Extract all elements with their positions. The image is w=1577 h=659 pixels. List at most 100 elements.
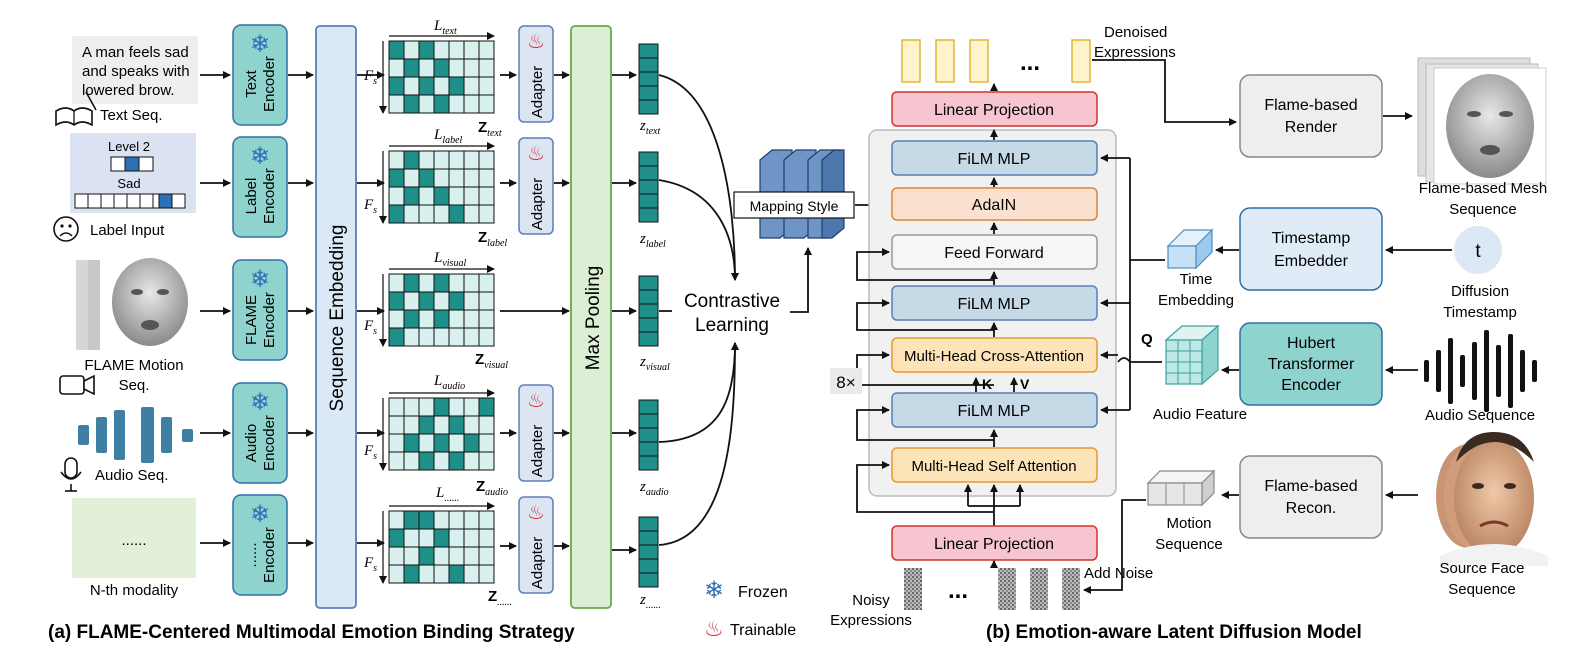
audio-encoder-line-2: Encoder [261, 415, 278, 471]
z-vector-cell [638, 193, 659, 209]
adain: AdaIN [891, 187, 1098, 221]
grid-cell [433, 564, 450, 584]
grid-cell [433, 291, 450, 311]
z-vector-cell [638, 165, 659, 181]
linear-projection-bottom: Linear Projection [891, 525, 1098, 561]
grid-cell [448, 273, 465, 293]
timestamp-embedder-line-1: Timestamp [1272, 230, 1351, 247]
z-vector-cell [638, 207, 659, 223]
time-embedding-links [1100, 154, 1165, 414]
diffusion-timestamp-line-2: Timestamp [1443, 304, 1517, 321]
contrastive-curves [658, 74, 739, 546]
grid-cell [433, 451, 450, 471]
z-vector-cell [638, 179, 659, 195]
legend-trainable: Trainable [730, 622, 796, 639]
flame-icon: ♨ [527, 143, 545, 165]
grid-cell [433, 150, 450, 170]
grid-cell [418, 397, 435, 417]
z-vector-cell [638, 441, 659, 457]
z-vector-cell [638, 399, 659, 415]
encoder-column: ❄ Text Encoder ❄ Label Encoder ❄ FLAME E… [232, 24, 288, 596]
sad-face-icon [53, 216, 79, 242]
label-encoder-line-1: Label [243, 178, 260, 215]
grid-cell [478, 40, 495, 60]
embedding-grid [379, 389, 495, 471]
grid-cell [463, 273, 480, 293]
snowflake-icon: ❄ [250, 31, 270, 58]
grid-cell [463, 168, 480, 188]
motion-sequence-block [1146, 469, 1216, 507]
L-label: Laudio [433, 373, 465, 392]
motion-seq-line-2: Sequence [1155, 536, 1223, 553]
adapter-label-branch: ♨ Adapter [518, 137, 554, 235]
grid-cell [418, 204, 435, 224]
grid-annotations: Ltext Fs Ztext Llabel Fs Zlabel Lvisual … [363, 18, 512, 608]
grid-cell [463, 76, 480, 96]
audio-bars [78, 407, 193, 463]
feed-forward-label: Feed Forward [944, 245, 1044, 262]
grid-cell [463, 510, 480, 530]
grid-cell [463, 186, 480, 206]
grid-cell [463, 291, 480, 311]
denoised-tokens: ... [901, 39, 1091, 83]
caption-a: (a) FLAME-Centered Multimodal Emotion Bi… [48, 622, 575, 643]
grid-cell [463, 40, 480, 60]
grid-cell [433, 58, 450, 78]
text-encoder-line-2: Encoder [261, 56, 278, 112]
grid-cell [478, 76, 495, 96]
feed-forward: Feed Forward [891, 234, 1098, 270]
grid-cell [433, 40, 450, 60]
grid-cell [478, 397, 495, 417]
z-vectors [638, 43, 659, 588]
embedding-grids [379, 32, 495, 584]
grid-cell [403, 150, 420, 170]
add-noise-label: Add Noise [1084, 565, 1153, 582]
grid-cell [418, 415, 435, 435]
Fs-label: Fs [363, 555, 377, 574]
v-label: V [1020, 376, 1030, 392]
z-vector-cell [638, 275, 659, 291]
cross-attention: Multi-Head Cross-Attention [891, 337, 1098, 373]
repeat-label: 8× [836, 373, 855, 392]
adapter-text: ♨ Adapter [518, 25, 554, 123]
grid-cell [388, 564, 405, 584]
grid-cell [388, 528, 405, 548]
adapter-audio: ♨ Adapter [518, 384, 554, 482]
flame-icon: ♨ [704, 616, 724, 641]
grid-cell [478, 168, 495, 188]
cross-attention-label: Multi-Head Cross-Attention [904, 348, 1084, 365]
flame-motion-input: FLAME Motion Seq. [59, 258, 198, 396]
timestamp-embedder-line-2: Embedder [1274, 253, 1348, 270]
flame-encoder: ❄ FLAME Encoder [232, 259, 288, 361]
adapter-label: Adapter [529, 178, 546, 231]
grid-cell [418, 564, 435, 584]
max-pooling-block: Max Pooling [570, 25, 612, 609]
grid-cell [448, 291, 465, 311]
Fs-label: Fs [363, 197, 377, 216]
grid-cell [463, 58, 480, 78]
z-vector-cell [638, 572, 659, 588]
time-embedding-line-2: Embedding [1158, 292, 1234, 309]
grid-cell [478, 273, 495, 293]
embedding-grid [379, 502, 495, 584]
nth-encoder: ❄ ...... Encoder [232, 494, 288, 596]
contrastive-line-1: Contrastive [684, 291, 780, 312]
grid-cell [388, 451, 405, 471]
text-seq-label: Text Seq. [100, 107, 163, 124]
adapter-label: Adapter [529, 537, 546, 590]
grid-cell [388, 327, 405, 347]
grid-cell [448, 528, 465, 548]
legend: ❄ Frozen ♨ Trainable [704, 577, 796, 641]
grid-cell [463, 150, 480, 170]
z-labels: ztext zlabel zvisual zaudio z...... [639, 118, 670, 611]
grid-cell [388, 397, 405, 417]
grid-cell [433, 510, 450, 530]
motion-seq-line-1: Motion [1166, 515, 1211, 532]
z-vector-cell [638, 43, 659, 59]
grid-cell [403, 273, 420, 293]
grid-cell [418, 433, 435, 453]
denoised-label-2: Expressions [1094, 44, 1176, 61]
flame-render-line-1: Flame-based [1264, 97, 1357, 114]
linear-projection-top-label: Linear Projection [934, 102, 1054, 119]
z-label: z...... [639, 592, 661, 611]
